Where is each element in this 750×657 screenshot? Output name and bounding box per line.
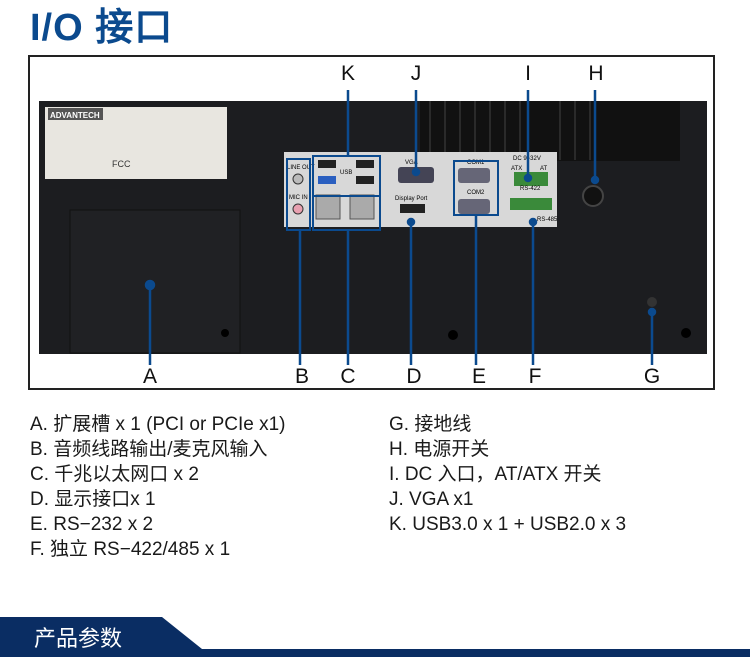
ground-screw [647, 297, 657, 307]
heatsink-vents [420, 101, 680, 161]
callout-a: A [143, 365, 157, 388]
lan-highlight-box [312, 195, 381, 231]
callout-g: G [644, 365, 660, 388]
line-out-jack [292, 173, 304, 185]
com1-label: COM1 [467, 160, 485, 166]
com2-port [458, 199, 490, 214]
screw-hole [221, 329, 229, 337]
mic-in-label: MIC IN [289, 195, 308, 201]
callout-k: K [341, 62, 355, 85]
screw-hole [448, 330, 458, 340]
usb-label: USB [340, 170, 352, 176]
legend-left: A. 扩展槽 x 1 (PCI or PCIe x1) B. 音频线路输出/麦克… [30, 412, 286, 562]
usb-port [356, 176, 374, 184]
dp-label: Display Port [395, 196, 428, 202]
callout-b: B [295, 365, 309, 388]
vent-fins [429, 101, 591, 160]
usb3-port [318, 176, 336, 184]
legend-item-g: G. 接地线 [389, 414, 472, 435]
legend-item-a: A. 扩展槽 x 1 (PCI or PCIe x1) [30, 414, 286, 435]
rs485-label: RS-485 [537, 217, 558, 223]
atx-label: ATX [511, 166, 522, 172]
usb-port [356, 160, 374, 168]
brand-logo-background [48, 108, 103, 120]
legend-item-i: I. DC 入口，AT/ATX 开关 [389, 464, 602, 485]
audio-highlight-box [286, 158, 311, 231]
section-banner-bar [0, 649, 750, 657]
expansion-slot-cover [69, 209, 241, 354]
callout-e: E [472, 365, 486, 388]
callout-i: I [525, 62, 531, 85]
screw-hole [681, 328, 691, 338]
mic-in-jack [292, 203, 304, 215]
brand-logo: ADVANTECH [50, 111, 100, 120]
display-port [400, 204, 425, 213]
legend-right: G. 接地线 H. 电源开关 I. DC 入口，AT/ATX 开关 J. VGA… [389, 412, 626, 537]
callout-j: J [411, 62, 422, 85]
callout-lines [144, 90, 657, 365]
legend-item-k: K. USB3.0 x 1 + USB2.0 x 3 [389, 514, 627, 535]
callout-h: H [588, 62, 603, 85]
rs422-label: RS-422 [520, 186, 541, 192]
usb-port [318, 160, 336, 168]
line-out-label: LINE OUT [287, 165, 315, 171]
rs422-terminal [510, 198, 552, 210]
fcc-mark: FCC [112, 159, 131, 169]
com1-port [458, 168, 490, 183]
callout-f: F [529, 365, 542, 388]
legend-item-c: C. 千兆以太网口 x 2 [30, 464, 199, 485]
section-banner-title: 产品参数 [34, 626, 123, 651]
legend-item-h: H. 电源开关 [389, 439, 490, 460]
legend-item-e: E. RS−232 x 2 [30, 514, 154, 535]
legend-item-j: J. VGA x1 [389, 489, 474, 510]
power-button [582, 185, 604, 207]
callout-c: C [340, 365, 355, 388]
legend-item-d: D. 显示接口x 1 [30, 489, 156, 510]
section-banner-tab [0, 617, 212, 657]
callout-d: D [406, 365, 421, 388]
legend-item-f: F. 独立 RS−422/485 x 1 [30, 539, 231, 560]
vga-label: VGA [405, 160, 418, 166]
lan-port [349, 194, 375, 220]
page-title: I/O 接口 [30, 7, 174, 49]
lan-port [315, 194, 341, 220]
at-label: AT [540, 166, 548, 172]
com2-label: COM2 [467, 190, 485, 196]
legend-item-b: B. 音频线路输出/麦克风输入 [30, 439, 268, 460]
